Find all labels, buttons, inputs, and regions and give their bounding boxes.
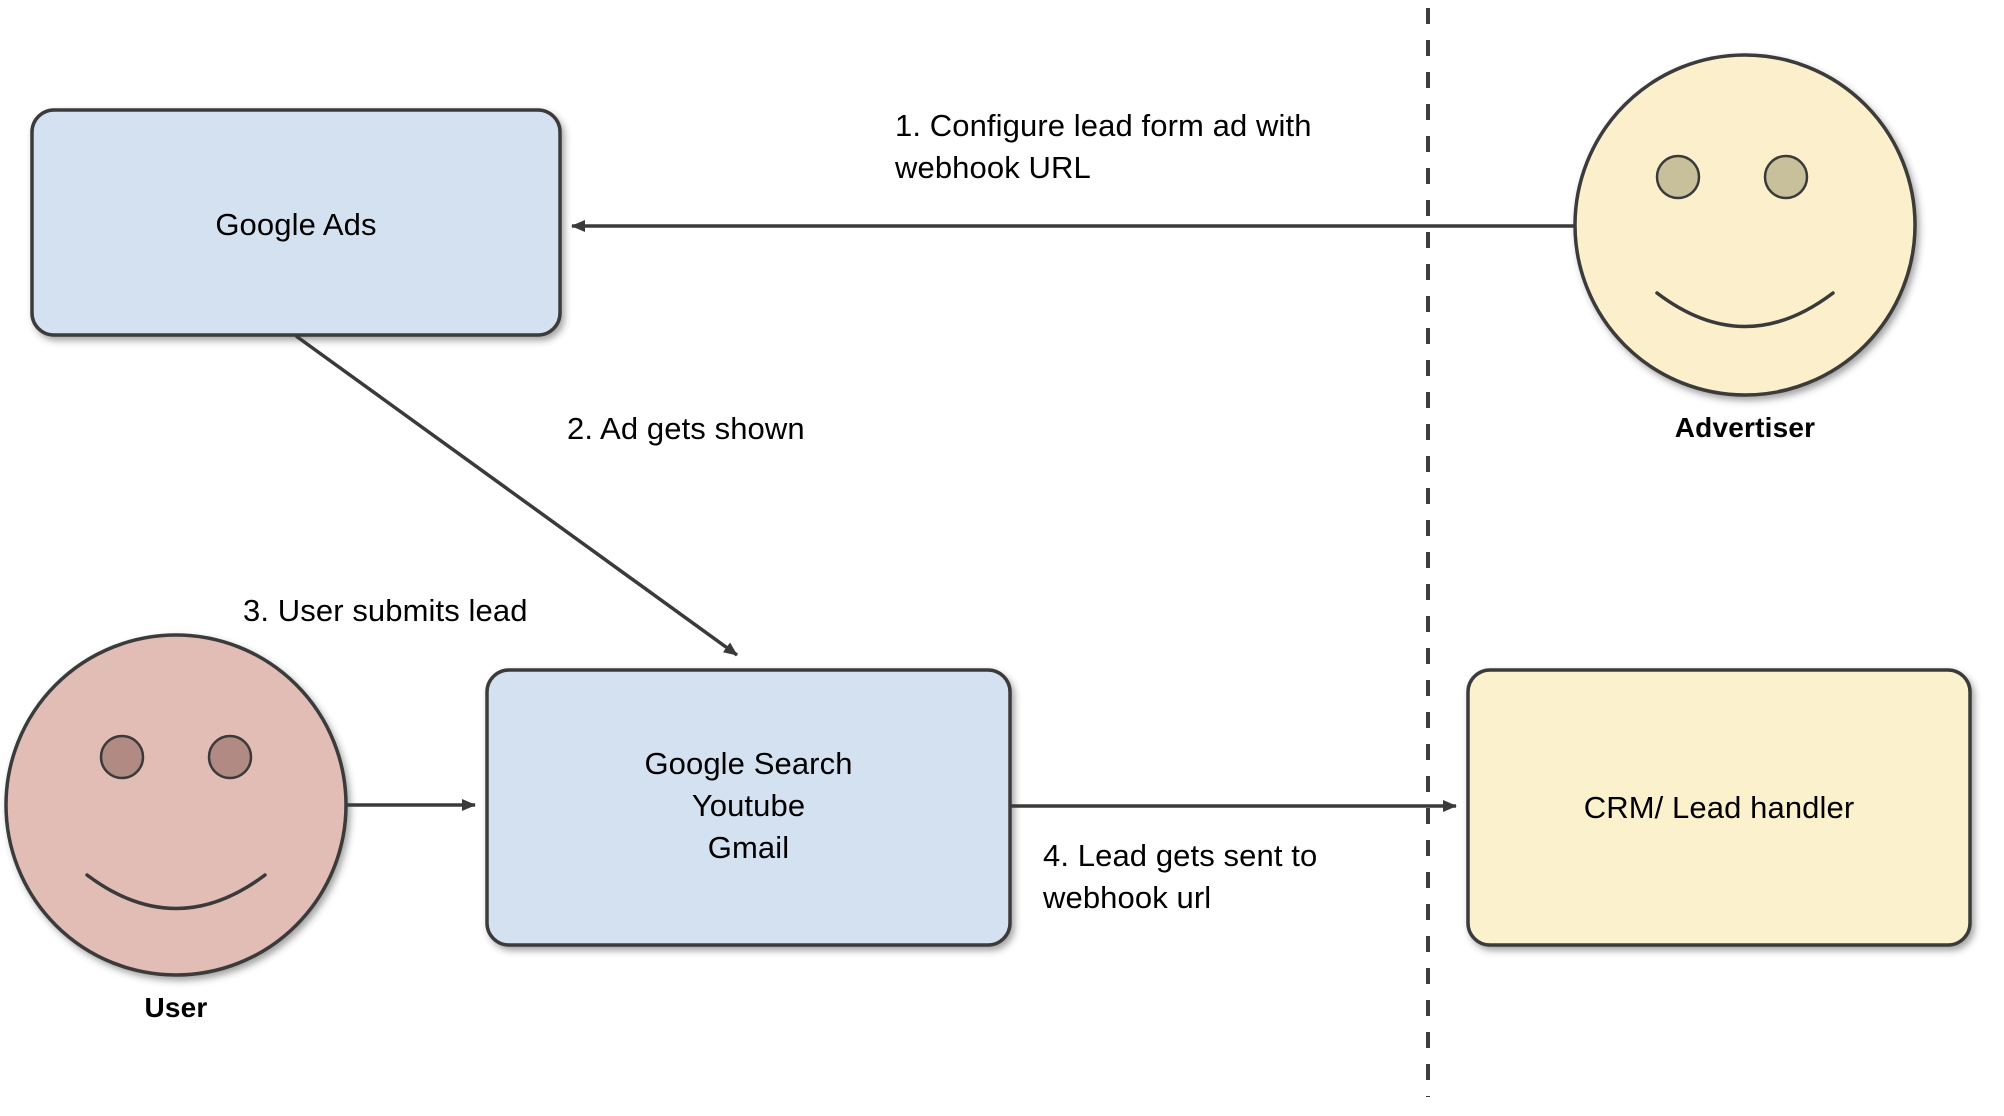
edge-step-4-label: 4. Lead gets sent to webhook url xyxy=(1043,838,1318,915)
node-crm-label: CRM/ Lead handler xyxy=(1583,790,1855,825)
node-google-properties-label: Google Search Youtube Gmail xyxy=(644,746,853,865)
edge-step-1-label: 1. Configure lead form ad with webhook U… xyxy=(895,108,1312,185)
node-google-ads-label: Google Ads xyxy=(215,207,377,242)
node-crm[interactable] xyxy=(1468,670,1970,945)
node-user[interactable] xyxy=(6,635,346,975)
node-advertiser[interactable] xyxy=(1575,55,1915,395)
node-google-ads[interactable] xyxy=(32,110,560,335)
edge-step-3-label: 3. User submits lead xyxy=(243,593,528,628)
node-user-label: User xyxy=(144,992,208,1023)
edge-step-2-label: 2. Ad gets shown xyxy=(567,411,805,446)
node-google-properties[interactable] xyxy=(487,670,1010,945)
node-advertiser-label: Advertiser xyxy=(1674,412,1816,443)
